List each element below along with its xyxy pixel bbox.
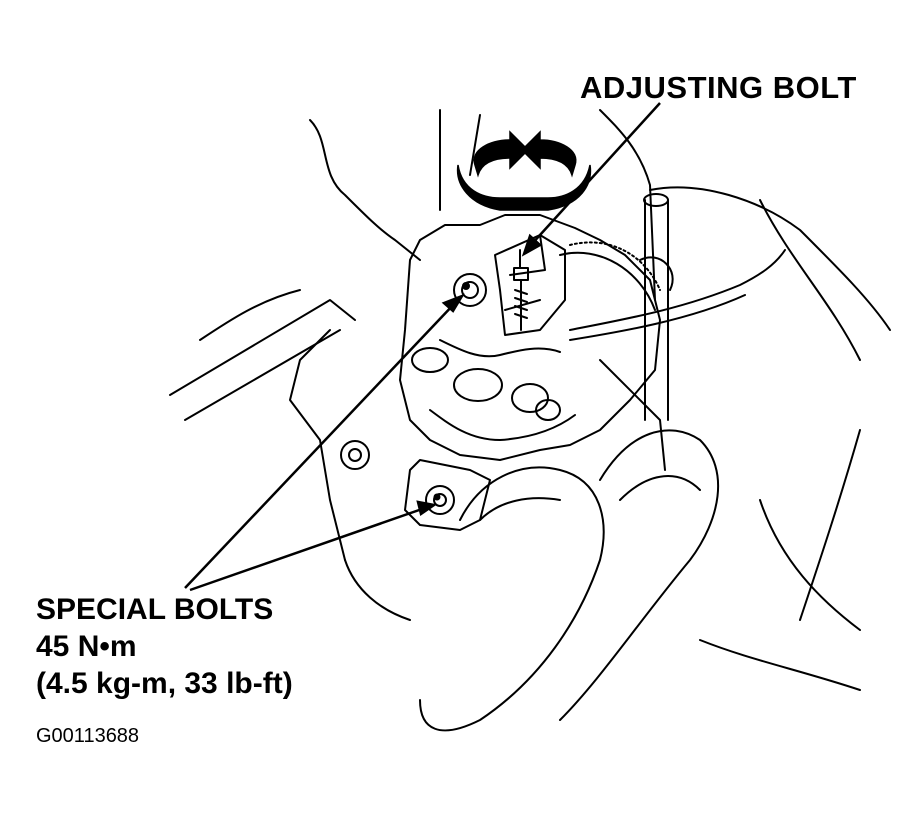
special-bolts-torque-nm: 45 N•m (36, 630, 137, 663)
engine-block-outline (309, 119, 421, 261)
leader-upper-special-bolt (184, 302, 456, 589)
bracket-outline (399, 214, 661, 461)
adjusting-bolt (513, 249, 529, 331)
hose-right (559, 429, 720, 721)
special-bolts-label: SPECIAL BOLTS 45 N•m (4.5 kg-m, 33 lb-ft… (36, 591, 293, 702)
adjusting-bracket (494, 234, 566, 336)
leader-adjusting-bolt (529, 102, 661, 247)
leader-lower-special-bolt (189, 506, 426, 592)
special-bolts-torque-alt: (4.5 kg-m, 33 lb-ft) (36, 667, 293, 700)
cable (569, 249, 786, 331)
pipe-right (644, 199, 669, 421)
special-bolts-title: SPECIAL BOLTS (36, 593, 274, 626)
hose-left (419, 466, 605, 732)
adjusting-bolt-label: ADJUSTING BOLT (580, 70, 857, 105)
rotation-arrows-icon (456, 130, 592, 211)
leader-arrow-icon (184, 102, 661, 592)
upper-special-bolt (453, 273, 487, 307)
figure-code: G00113688 (36, 725, 140, 747)
lower-special-bolt (425, 485, 455, 515)
